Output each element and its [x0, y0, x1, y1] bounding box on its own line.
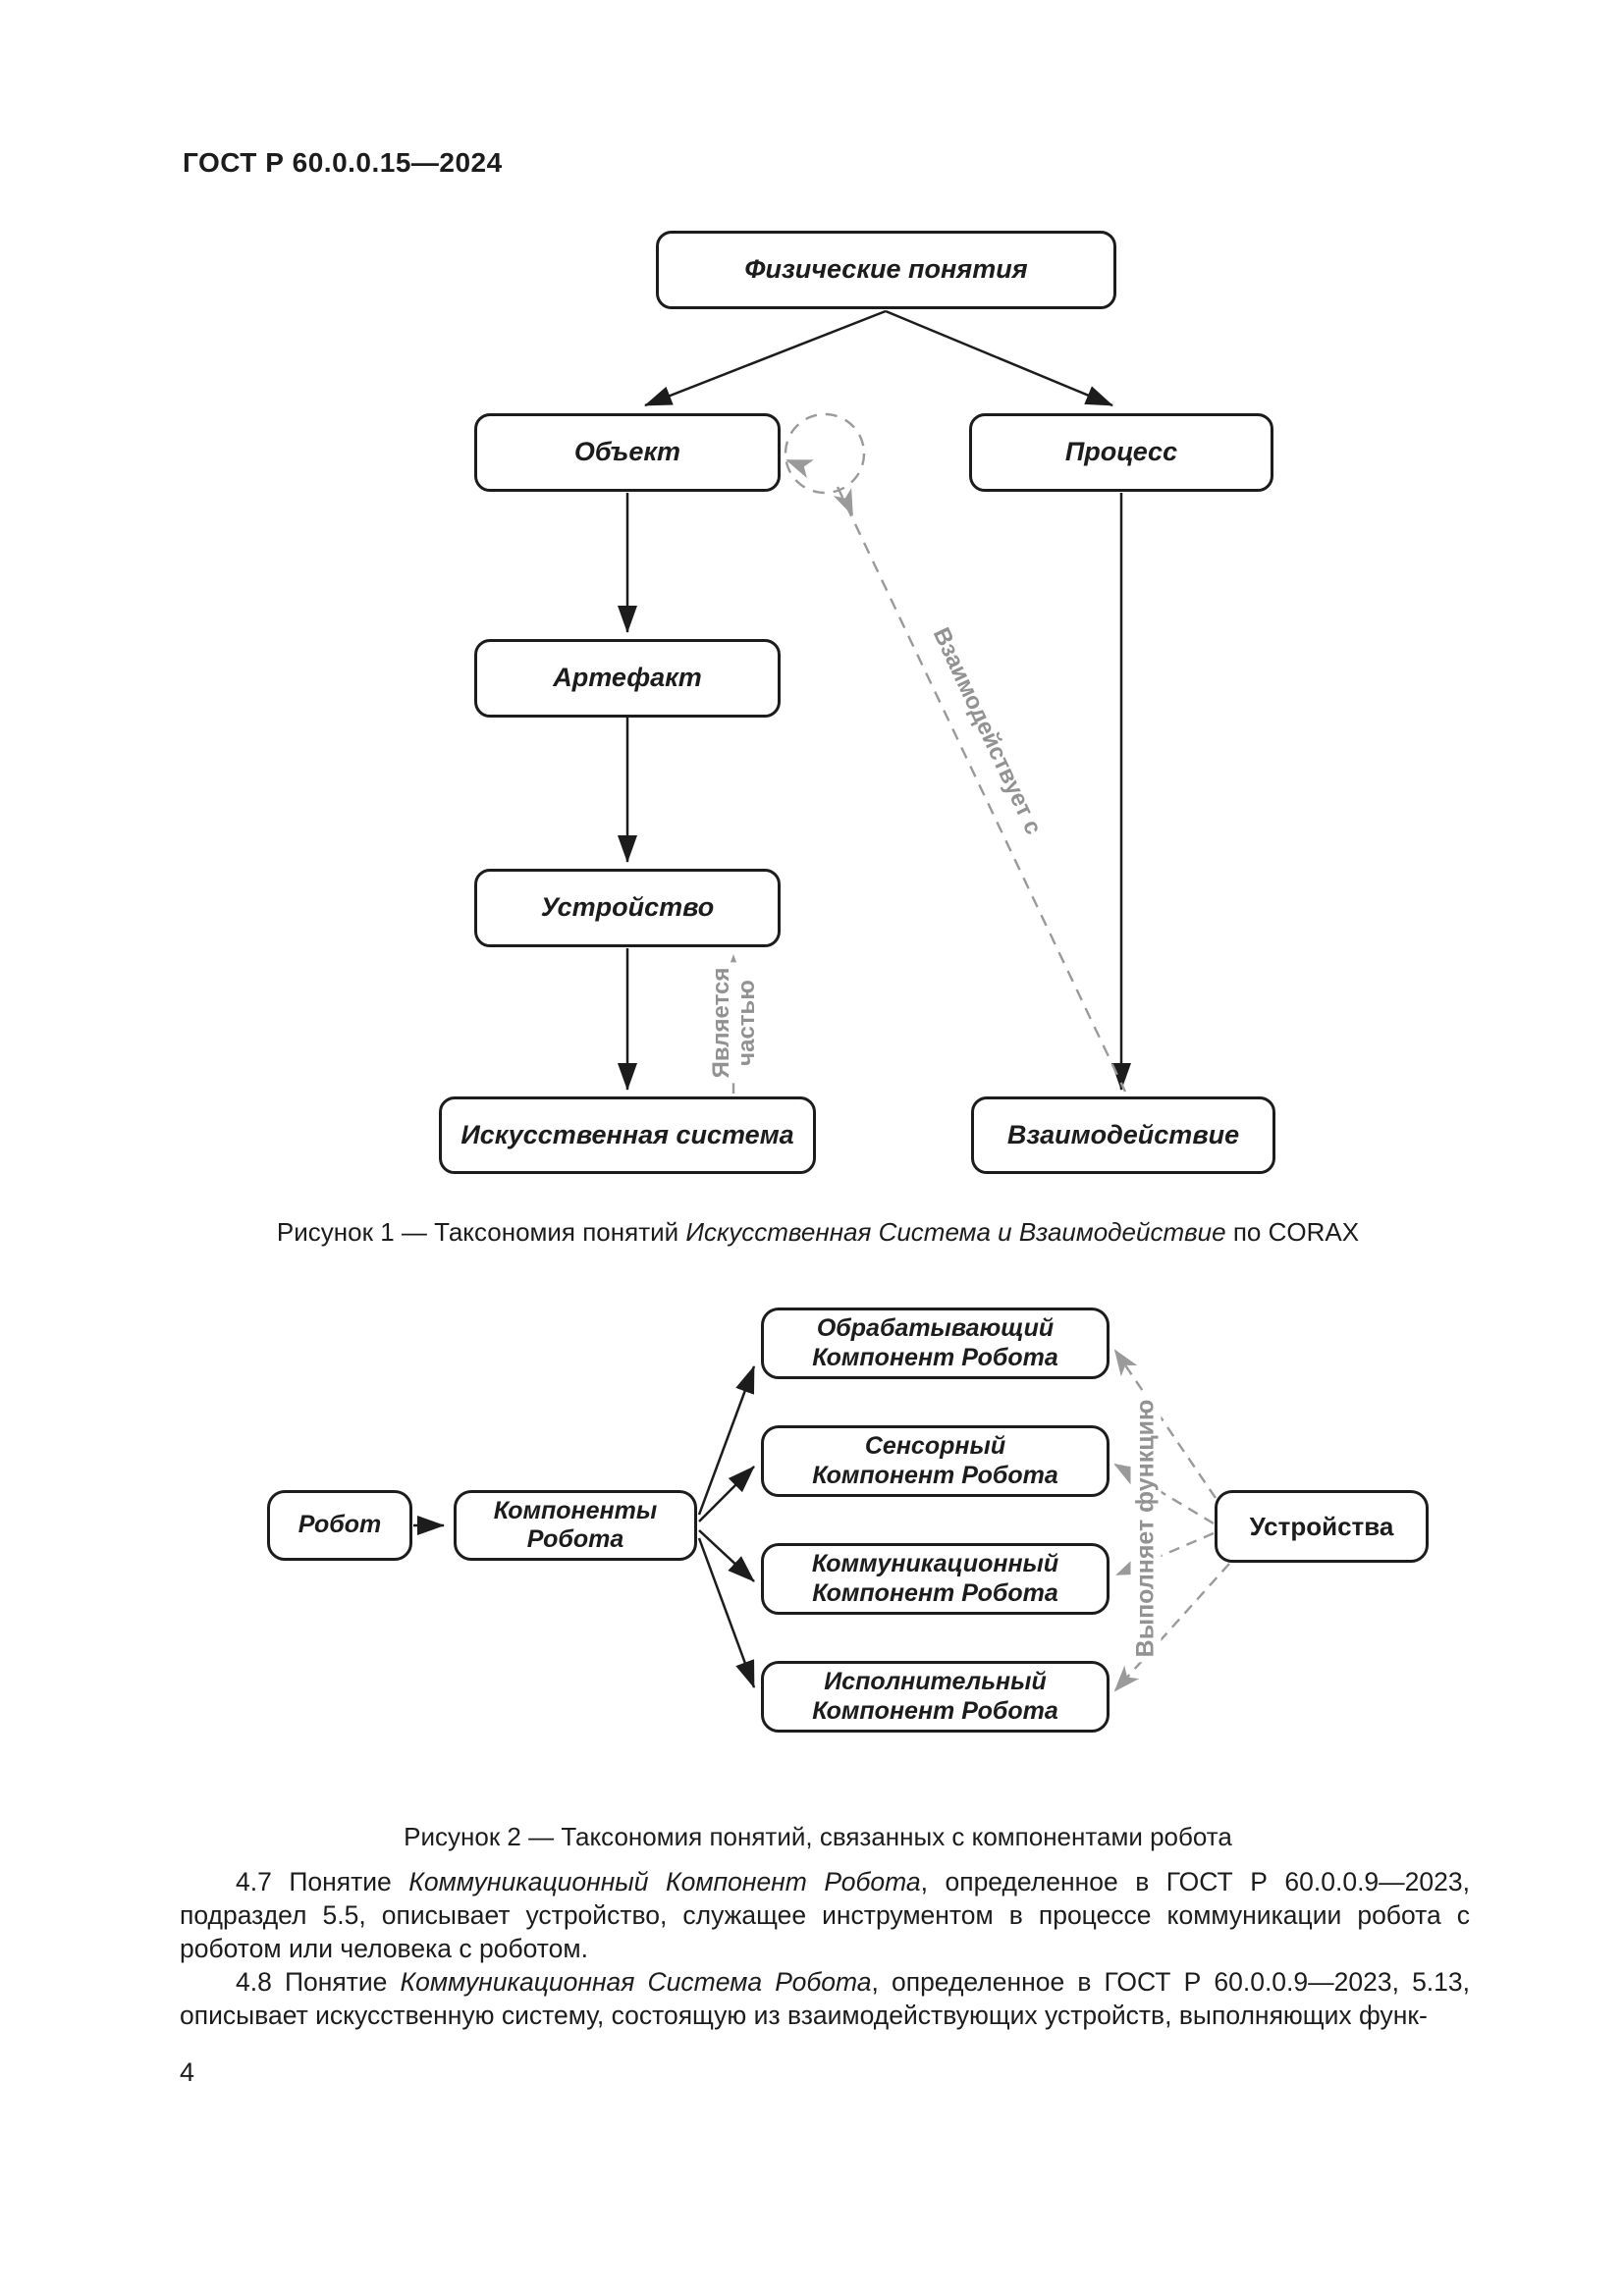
- figure1-node-physical-concepts: Физические понятия: [656, 231, 1116, 309]
- figure2-caption: Рисунок 2 — Таксономия понятий, связанны…: [404, 1822, 1232, 1851]
- paragraph-4-8: 4.8 Понятие Коммуникационная Система Роб…: [180, 1967, 1471, 2030]
- figure1-caption: Рисунок 1 — Таксономия понятий Искусстве…: [276, 1217, 1360, 1247]
- figure2-edge-label-performs-function: Выполняет функцию: [1130, 1394, 1162, 1663]
- figure2-node-executive-component: Исполнительный Компонент Робота: [761, 1661, 1110, 1733]
- figure1-node-object: Объект: [474, 413, 781, 492]
- figure1-node-process: Процесс: [969, 413, 1273, 492]
- figure2-node-sensor-component: Сенсорный Компонент Робота: [761, 1425, 1110, 1497]
- figure1-node-artificial-system: Искусственная система: [439, 1096, 816, 1174]
- body-text: 4.7 Понятие Коммуникационный Компонент Р…: [180, 1865, 1470, 2032]
- figure2-node-communication-component: Коммуникационный Компонент Робота: [761, 1543, 1110, 1615]
- figure1-node-artifact: Артефакт: [474, 639, 781, 718]
- figure1-node-interaction: Взаимодействие: [971, 1096, 1275, 1174]
- figure2-node-devices: Устройства: [1215, 1490, 1429, 1563]
- figure2-node-processing-component: Обрабатывающий Компонент Робота: [761, 1308, 1110, 1379]
- figure1-node-device: Устройство: [474, 869, 781, 947]
- page-number: 4: [180, 2057, 195, 2087]
- figure2-node-robot: Робот: [267, 1490, 412, 1561]
- paragraph-4-7: 4.7 Понятие Коммуникационный Компонент Р…: [180, 1867, 1470, 1963]
- figure2-node-robot-components: Компоненты Робота: [454, 1490, 697, 1561]
- figure1-edge-label-is-part-of: Является частью: [707, 962, 762, 1084]
- document-header: ГОСТ Р 60.0.0.15—2024: [183, 147, 503, 178]
